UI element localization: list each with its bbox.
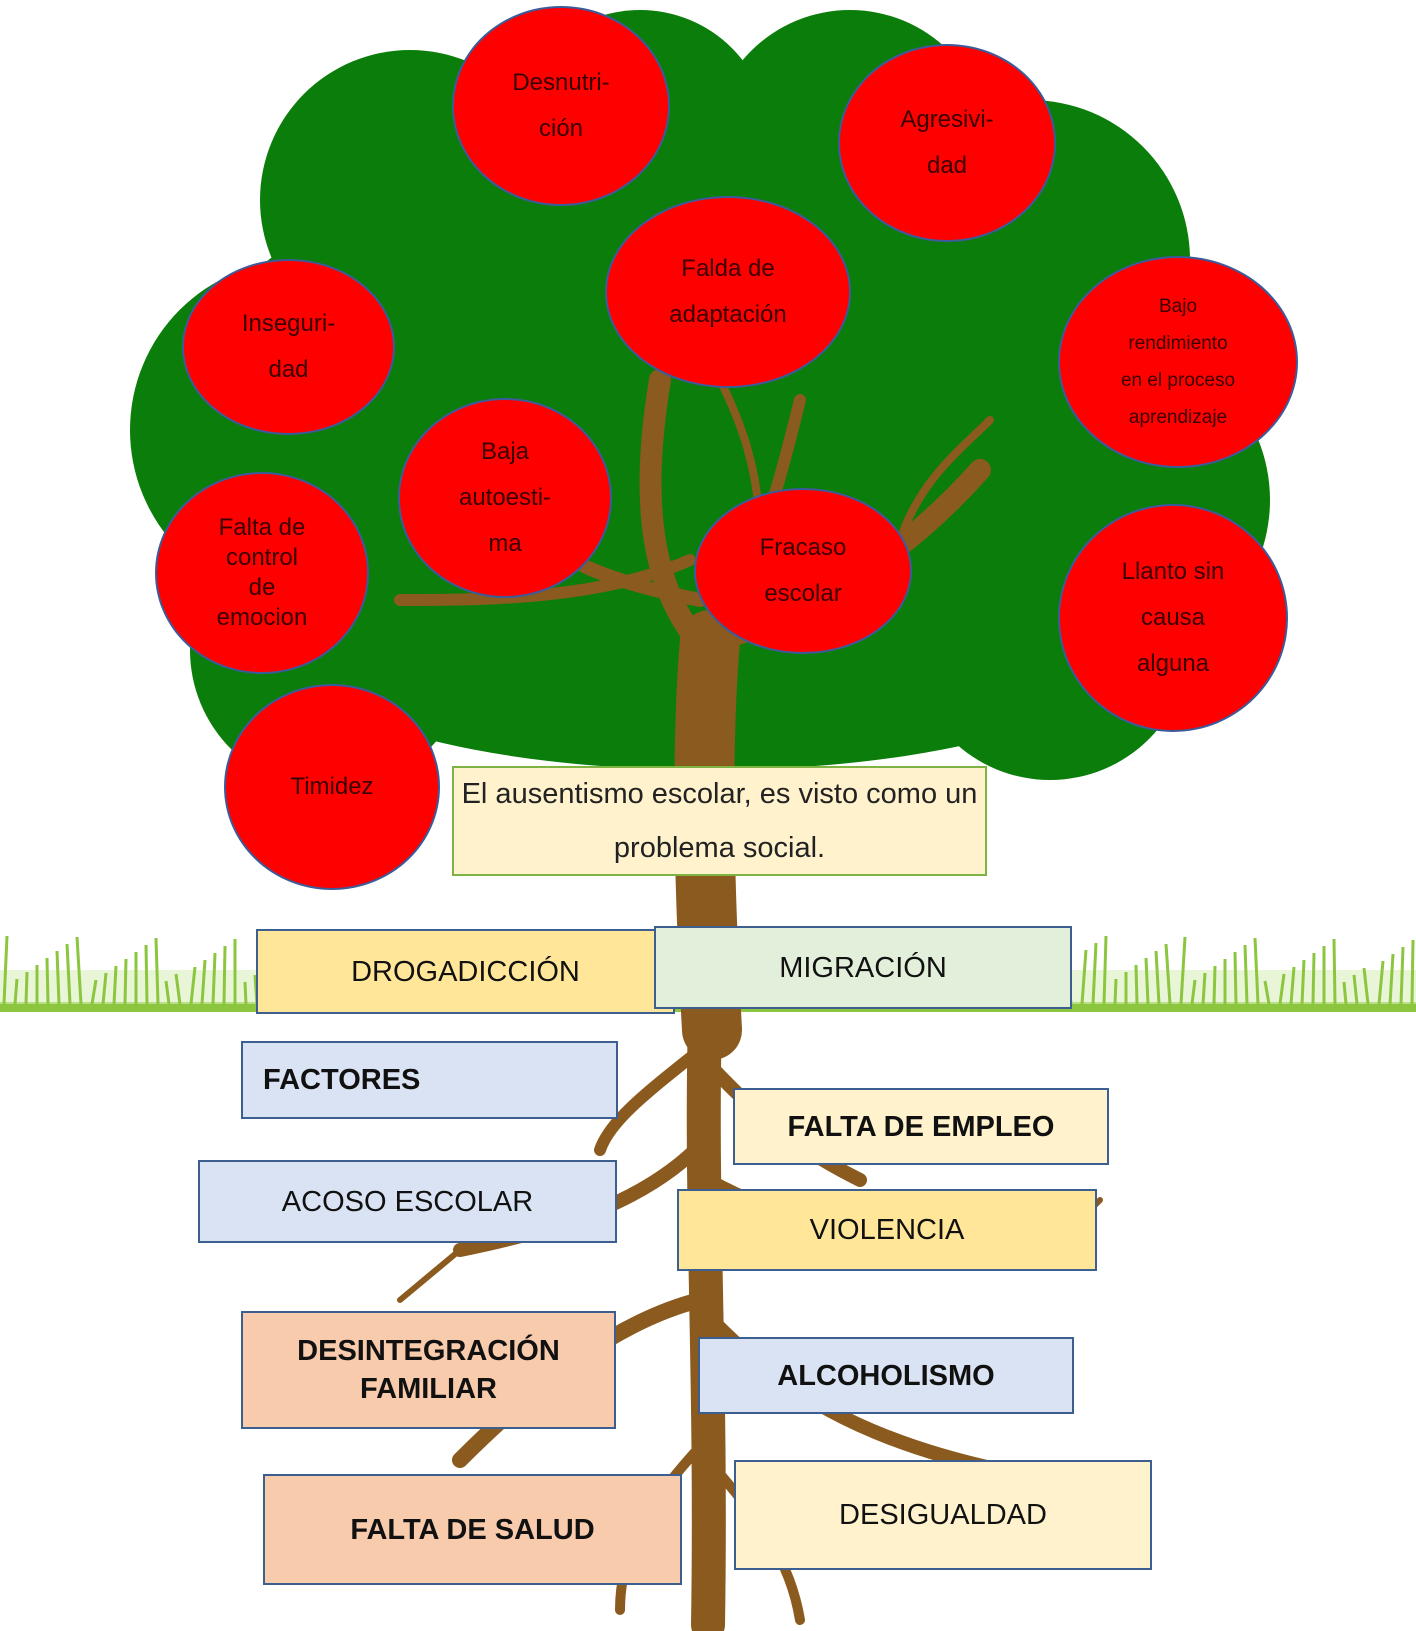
effect-agresividad: Agresivi-dad — [838, 44, 1056, 242]
central-problem: El ausentismo escolar, es visto como un … — [452, 766, 987, 876]
cause-label: MIGRACIÓN — [779, 951, 947, 984]
cause-falta-salud: FALTA DE SALUD — [263, 1474, 682, 1585]
cause-label: ACOSO ESCOLAR — [281, 1185, 534, 1218]
effect-line: causa — [1140, 604, 1206, 631]
effect-line: aprendizaje — [1128, 407, 1228, 428]
effect-bajo-rendimiento: Bajo rendimiento en el proceso aprendizaje — [1058, 256, 1298, 468]
cause-label: DROGADICCIÓN — [351, 955, 580, 988]
central-problem-text: El ausentismo escolar, es visto como un … — [461, 778, 978, 864]
effect-line: adaptación — [669, 301, 787, 328]
effect-line: control — [225, 544, 299, 571]
effect-line: autoesti- — [458, 484, 552, 511]
effect-line: emocion — [216, 604, 308, 631]
cause-label: ALCOHOLISMO — [777, 1359, 995, 1392]
cause-falta-empleo: FALTA DE EMPLEO — [733, 1088, 1109, 1165]
effect-line: ción — [538, 115, 584, 142]
cause-label: FALTA DE SALUD — [350, 1513, 595, 1546]
effect-line: Bajo — [1158, 296, 1198, 317]
effect-line: dad — [268, 356, 309, 383]
effect-line: de — [248, 574, 276, 601]
effect-line: alguna — [1136, 650, 1210, 677]
effect-line: Timidez — [290, 773, 374, 800]
cause-label: DESINTEGRACIÓN FAMILIAR — [297, 1335, 560, 1405]
effect-desnutricion: Desnutri-ción — [452, 6, 670, 206]
effect-line: escolar — [764, 580, 842, 607]
cause-label: FACTORES — [263, 1064, 421, 1096]
effect-line: Fracaso — [759, 534, 847, 561]
cause-drogadiccion: DROGADICCIÓN — [256, 929, 675, 1014]
cause-desigualdad: DESIGUALDAD — [734, 1460, 1152, 1570]
effect-fracaso-escolar: Fracaso escolar — [694, 488, 912, 654]
effect-line: en el proceso — [1120, 370, 1236, 391]
cause-label: DESIGUALDAD — [839, 1499, 1047, 1531]
effect-line: Falda de — [681, 255, 775, 282]
cause-alcoholismo: ALCOHOLISMO — [698, 1337, 1074, 1414]
effect-line: Falta de — [218, 514, 306, 541]
effect-line: rendimiento — [1128, 333, 1228, 354]
cause-label: FALTA DE EMPLEO — [787, 1110, 1055, 1143]
effect-inseguridad: Inseguri-dad — [182, 259, 395, 435]
cause-acoso-escolar: ACOSO ESCOLAR — [198, 1160, 617, 1243]
effect-line: Inseguri- — [241, 310, 336, 337]
effect-falta-adaptacion: Falda de adaptación — [605, 196, 851, 388]
cause-violencia: VIOLENCIA — [677, 1189, 1097, 1271]
effect-falta-control: Falta de control de emocion — [155, 472, 369, 674]
cause-label: VIOLENCIA — [809, 1214, 965, 1246]
effect-timidez: Timidez — [224, 684, 440, 890]
effect-line: Agresivi- — [900, 106, 994, 133]
effect-llanto: Llanto sin causa alguna — [1058, 504, 1288, 732]
cause-desintegracion: DESINTEGRACIÓN FAMILIAR — [241, 1311, 616, 1429]
effect-line: ma — [488, 530, 522, 557]
cause-migracion: MIGRACIÓN — [654, 926, 1072, 1009]
effect-line: dad — [926, 152, 968, 179]
effect-line: Baja — [480, 438, 530, 465]
cause-factores: FACTORES — [241, 1041, 618, 1119]
effect-baja-autoestima: Baja autoesti-ma — [398, 398, 612, 598]
effect-line: Desnutri- — [512, 69, 610, 96]
effect-line: Llanto sin — [1121, 558, 1225, 585]
